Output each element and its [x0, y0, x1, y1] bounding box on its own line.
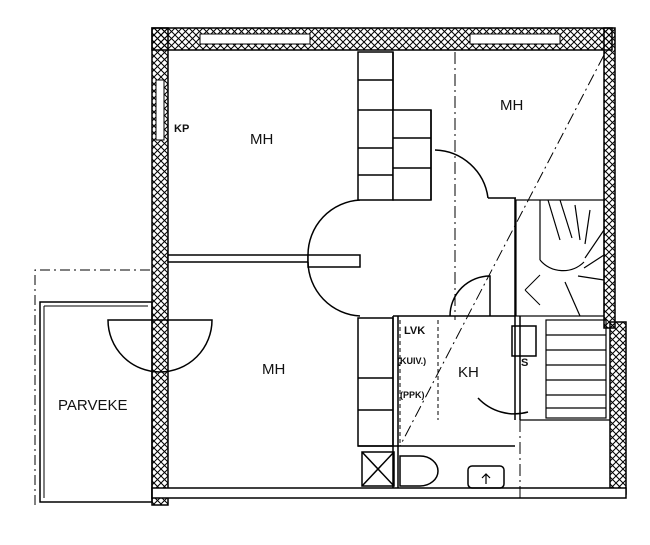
interior-walls — [358, 52, 521, 488]
right-wall-lower — [609, 321, 627, 495]
label-s: S — [521, 357, 528, 369]
windows — [155, 33, 561, 141]
door-swing-wc — [477, 397, 529, 415]
door-swing-mh-left — [307, 199, 361, 256]
window-left-top — [155, 79, 165, 141]
door-swing-mh-right — [434, 149, 489, 199]
label-lvk: LVK — [404, 325, 425, 337]
room-labels: MH MH MH KH PARVEKE KP LVK (KUIV.) (PPK)… — [58, 97, 528, 414]
bath-fixtures — [361, 325, 537, 489]
door-swing-kh — [449, 275, 491, 317]
room-label-parveke: PARVEKE — [58, 397, 127, 414]
right-wall — [603, 27, 616, 329]
left-wall — [151, 27, 169, 506]
toilet-icon — [399, 455, 439, 487]
room-label-mh-bottom: MH — [262, 361, 285, 378]
sink-icon — [467, 465, 505, 489]
balcony — [34, 269, 153, 505]
label-ppk: (PPK) — [400, 390, 425, 400]
partition-wall — [167, 254, 361, 268]
room-label-kh: KH — [458, 364, 479, 381]
door-swings — [107, 149, 529, 415]
room-label-mh-top-left: MH — [250, 131, 273, 148]
bottom-wall — [151, 487, 627, 499]
utility-box — [361, 451, 395, 487]
window-top-left — [199, 33, 311, 45]
overhead-lines — [168, 52, 605, 500]
label-kuiv: (KUIV.) — [397, 356, 426, 366]
room-label-mh-top-right: MH — [500, 97, 523, 114]
stairs — [515, 199, 610, 421]
door-swing-balcony — [107, 319, 213, 373]
label-kp: KP — [174, 123, 189, 135]
wardrobes — [357, 51, 432, 447]
shower-box — [511, 325, 537, 357]
window-top-right — [469, 33, 561, 45]
